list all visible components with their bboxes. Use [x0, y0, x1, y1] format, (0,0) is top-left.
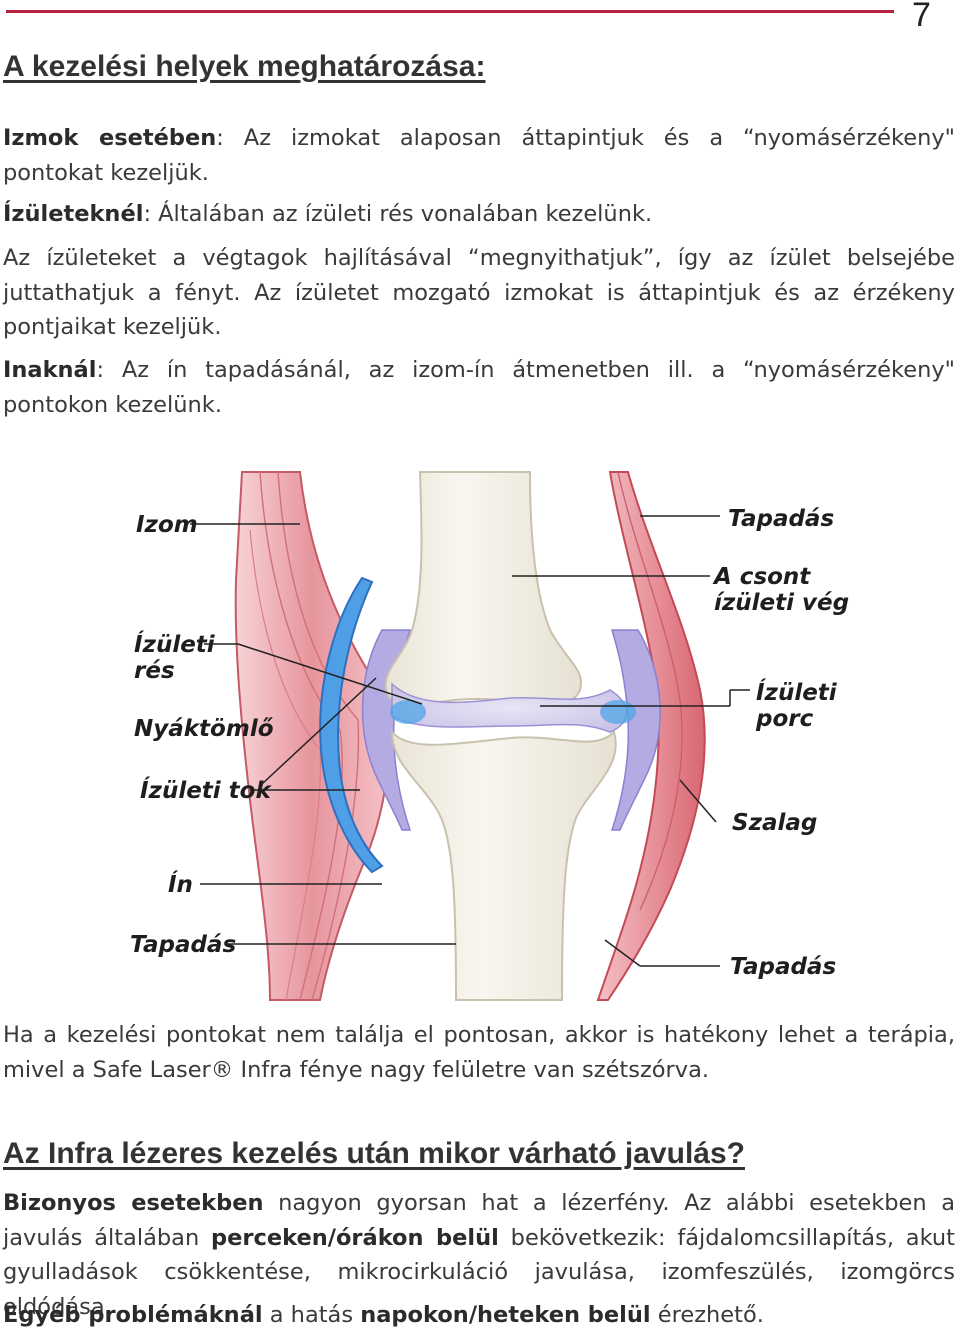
- paragraph-laser-coverage: Ha a kezelési pontokat nem találja el po…: [3, 1018, 955, 1087]
- term-tendons: Inaknál: [3, 357, 97, 383]
- term-other-problems: Egyéb problémáknál: [3, 1302, 263, 1328]
- label-bone-end-line1: A csont: [712, 564, 811, 590]
- label-tendon: Ín: [168, 870, 193, 898]
- term-certain-cases: Bizonyos esetekben: [3, 1190, 264, 1216]
- label-muscle: Izom: [136, 512, 198, 538]
- paragraph-joints: Ízületeknél: Általában az ízületi rés vo…: [3, 197, 955, 232]
- label-ligament: Szalag: [732, 810, 817, 836]
- label-bursa: Nyáktömlő: [134, 716, 274, 742]
- paragraph-tendons: Inaknál: Az ín tapadásánál, az izom-ín á…: [3, 353, 955, 422]
- text-muscles: : Az izmokat alaposan áttapintjuk és a “…: [3, 125, 955, 186]
- text-slow-effect-1: a hatás: [262, 1302, 361, 1328]
- label-joint-capsule: Ízületi tok: [140, 776, 272, 804]
- label-joint-gap-line1: Ízületi: [134, 630, 216, 658]
- text-tendons: : Az ín tapadásánál, az izom-ín átmenetb…: [3, 357, 955, 418]
- page-number: 7: [912, 0, 931, 34]
- text-fast-effect-2: bekövetkezik: fájdalomcsillapítás, akut …: [3, 1224, 955, 1320]
- bone-upper: [384, 471, 583, 707]
- label-bone-end-line2: ízületi vége: [714, 590, 850, 616]
- joint-anatomy-diagram: Izom Ízületi rés Nyáktömlő Ízületi tok Í…: [130, 471, 850, 1001]
- text-slow-effect-2: érezhető.: [650, 1302, 764, 1328]
- cartilage-blue-left: [390, 700, 426, 724]
- text-joints: : Általában az ízületi rés vonalában kez…: [143, 201, 653, 227]
- paragraph-joint-opening: Az ízületeket a végtagok hajlításával “m…: [3, 241, 955, 345]
- top-rule: [6, 10, 894, 13]
- ligament-right: [596, 471, 706, 1001]
- section-heading-improvement: Az Infra lézeres kezelés után mikor várh…: [3, 1137, 745, 1170]
- paragraph-slow-effect: Egyéb problémáknál a hatás napokon/hetek…: [3, 1298, 955, 1333]
- cartilage-blue-right: [600, 700, 636, 724]
- term-joints: Ízületeknél: [3, 201, 144, 227]
- label-attachment-bottom: Tapadás: [730, 954, 836, 980]
- bursa: [319, 576, 384, 874]
- label-attachment-top: Tapadás: [728, 506, 834, 532]
- paragraph-fast-effect: Bizonyos esetekben nagyon gyorsan hat a …: [3, 1186, 955, 1324]
- label-attachment-left: Tapadás: [130, 932, 236, 958]
- label-cartilage-line2: porc: [755, 706, 814, 732]
- paragraph-muscles: Izmok esetében: Az izmokat alaposan átta…: [3, 121, 955, 190]
- bone-lower: [390, 729, 617, 1001]
- leader-lines: [190, 515, 750, 967]
- muscle-left: [234, 471, 390, 1001]
- section-heading-treatment-sites: A kezelési helyek meghatározása:: [3, 50, 486, 83]
- text-joint-opening: Az ízületeket a végtagok hajlításával “m…: [3, 245, 955, 340]
- term-muscles: Izmok esetében: [3, 125, 217, 151]
- label-joint-gap-line2: rés: [134, 658, 175, 684]
- term-days-weeks: napokon/heteken belül: [360, 1302, 651, 1328]
- text-fast-effect-1: nagyon gyorsan hat a lézerfény. Az alább…: [3, 1190, 955, 1251]
- text-laser-coverage: Ha a kezelési pontokat nem találja el po…: [3, 1022, 955, 1083]
- term-minutes-hours: perceken/órákon belül: [211, 1224, 499, 1251]
- label-cartilage-line1: Ízületi: [756, 678, 838, 706]
